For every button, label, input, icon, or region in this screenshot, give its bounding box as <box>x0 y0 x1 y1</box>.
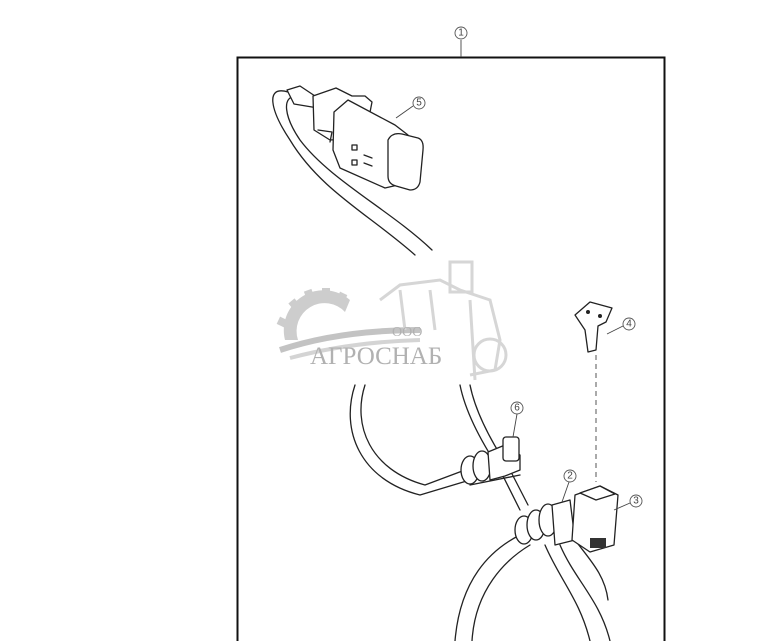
connector-part-3 <box>571 485 619 553</box>
grommet-part-2 <box>514 499 576 546</box>
callout-4: 4 <box>606 317 636 335</box>
watermark-prefix: ООО <box>392 325 422 340</box>
assembly-frame <box>236 56 666 641</box>
callout-2: 2 <box>561 469 577 503</box>
lock-part-4 <box>574 301 613 482</box>
clip-part-6 <box>460 436 521 486</box>
callout-3: 3 <box>613 494 643 511</box>
callout-5: 5 <box>395 96 426 119</box>
connector-part-5 <box>272 85 433 256</box>
watermark-name: АГРОСНАБ <box>310 343 442 370</box>
svg-text:4: 4 <box>626 319 632 330</box>
svg-text:6: 6 <box>514 403 520 414</box>
callout-6: 6 <box>510 401 524 438</box>
svg-text:2: 2 <box>567 471 573 482</box>
callout-1: 1 <box>454 26 468 57</box>
watermark-logo: ООО АГРОСНАБ <box>276 260 508 381</box>
svg-text:5: 5 <box>416 98 422 109</box>
svg-text:3: 3 <box>633 496 639 507</box>
svg-text:1: 1 <box>458 28 464 39</box>
